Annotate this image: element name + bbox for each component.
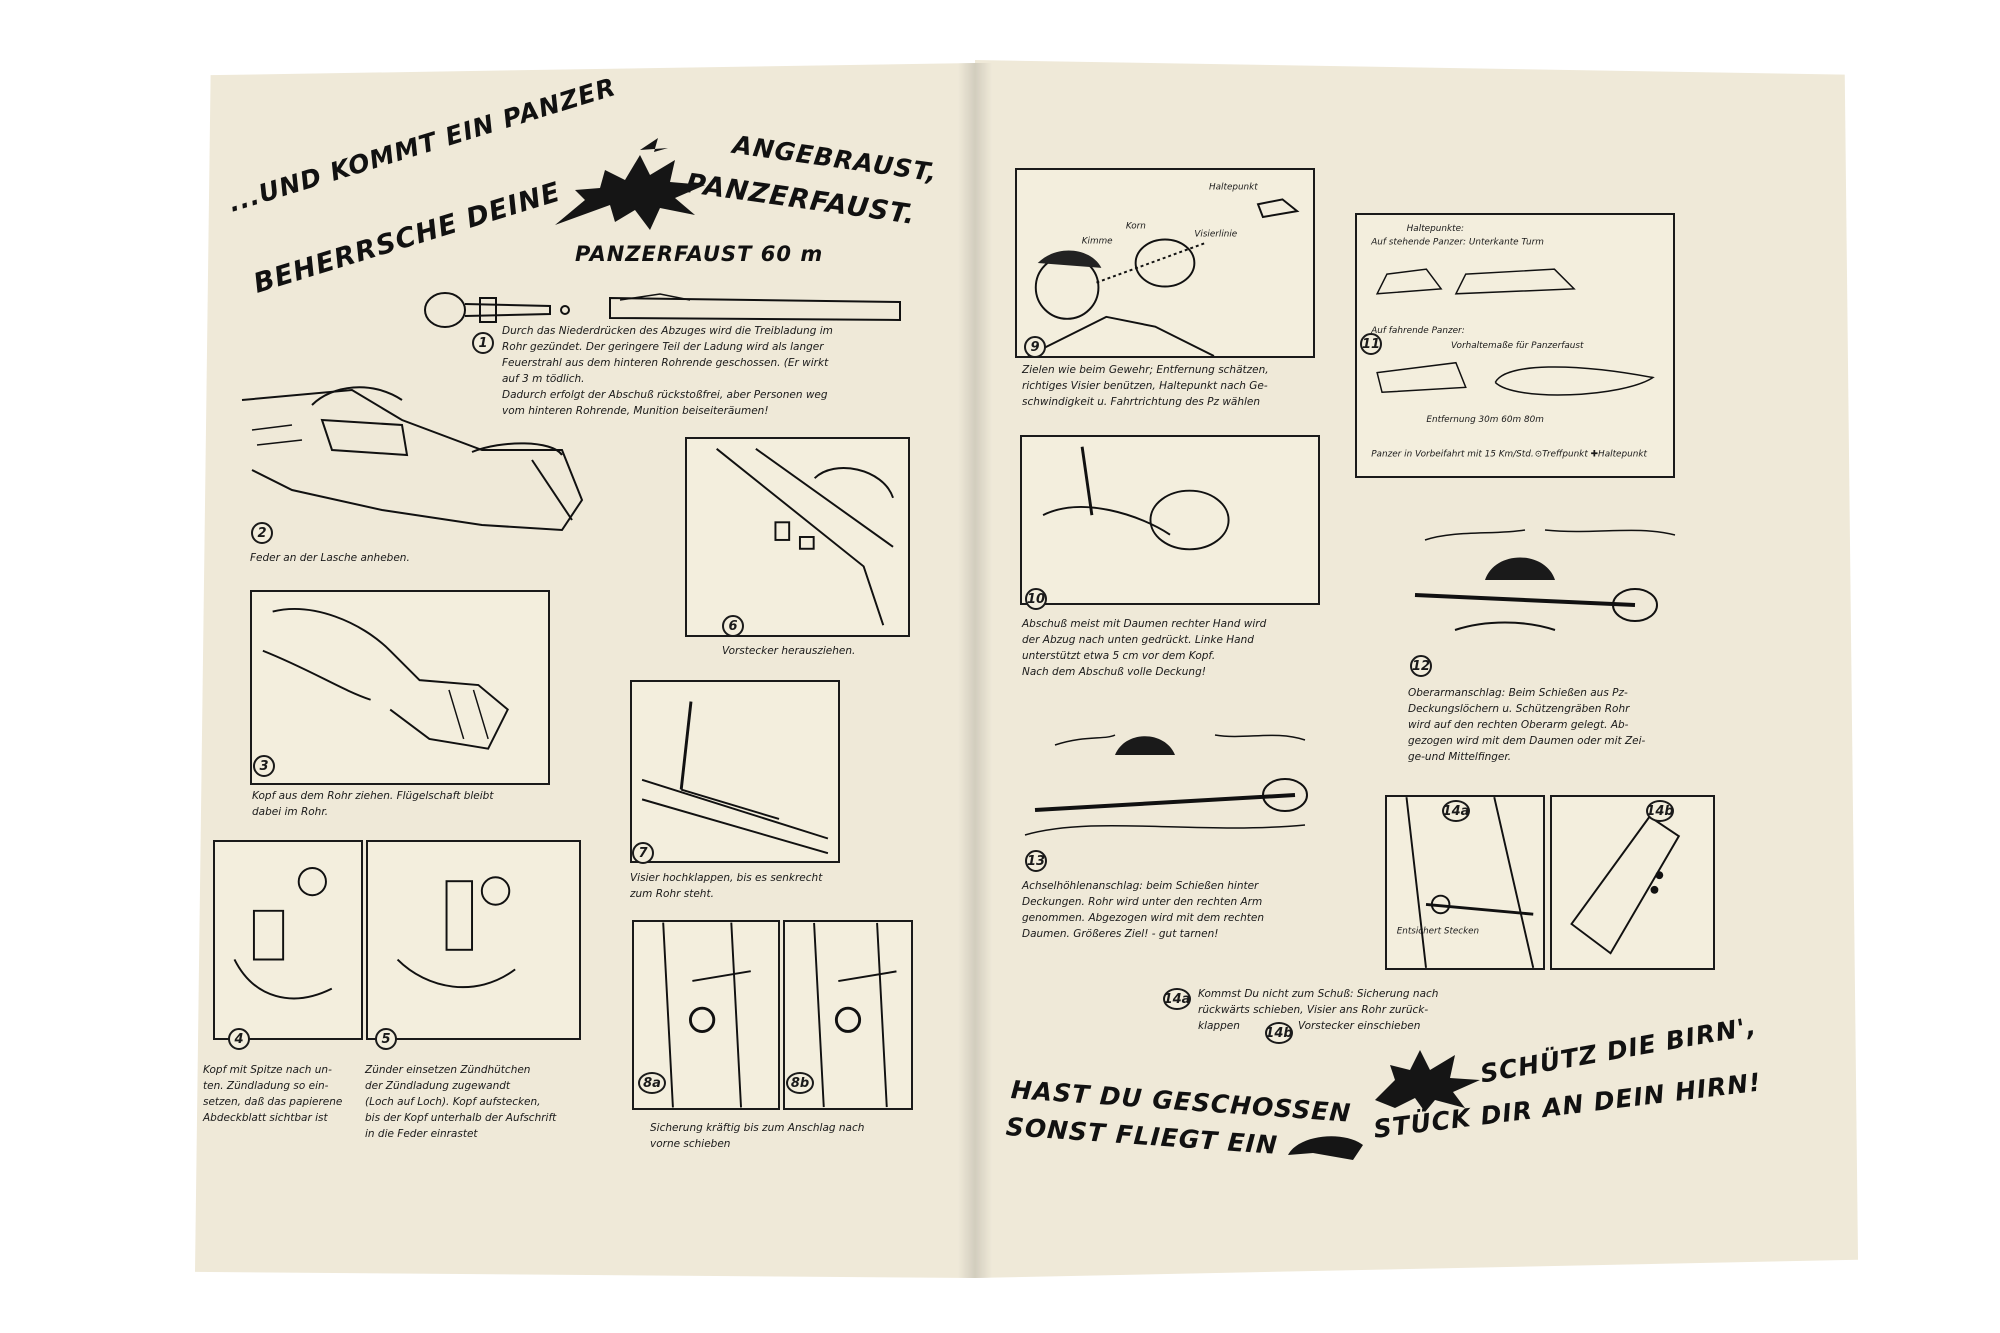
book-spine <box>958 63 992 1278</box>
fig9-kimme-label: Kimme <box>1082 236 1113 246</box>
fig11-footer: Panzer in Vorbeifahrt mit 15 Km/Std. <box>1371 449 1534 459</box>
fig11-line2: Auf fahrende Panzer: <box>1370 326 1465 336</box>
figure-14b-frame <box>1550 795 1715 970</box>
fig9-haltepunkt-label: Haltepunkt <box>1209 183 1258 193</box>
step-10-caption: Abschuß meist mit Daumen rechter Hand wi… <box>1022 618 1267 678</box>
figure-5-frame <box>366 840 581 1040</box>
figure-10-frame <box>1020 435 1320 605</box>
fig11-title: Haltepunkte: <box>1407 224 1464 234</box>
figure-11-frame: Haltepunkte: Auf stehende Panzer: Unterk… <box>1355 213 1675 478</box>
step-9-number: 9 <box>1024 336 1046 358</box>
step-8a-number: 8a <box>638 1072 666 1094</box>
step-3-number: 3 <box>253 755 275 777</box>
step-5-number: 5 <box>375 1028 397 1050</box>
step-4-number: 4 <box>228 1028 250 1050</box>
figure-6-frame <box>685 437 910 637</box>
fig11-distances: Entfernung 30m 60m 80m <box>1426 415 1544 425</box>
step-2-caption: Feder an der Lasche anheben. <box>250 552 410 564</box>
fig11-line3: Vorhaltemaße für Panzerfaust <box>1451 341 1584 351</box>
step-1-number: 1 <box>472 332 494 354</box>
step-14b-number: 14b <box>1646 800 1674 822</box>
figure-12-soldier-illustration <box>1414 529 1676 631</box>
step-10-number: 10 <box>1025 588 1047 610</box>
note-14-klappen: klappen <box>1198 1020 1240 1032</box>
fig14-tag: Entsichert Stecken <box>1397 927 1479 937</box>
step-11-number: 11 <box>1360 333 1382 355</box>
step-7-number: 7 <box>632 842 654 864</box>
step-5-caption: Zünder einsetzen Zündhütchen der Zündlad… <box>365 1064 557 1140</box>
figure-14a-frame: Entsichert Stecken <box>1385 795 1545 970</box>
step-8b-number: 8b <box>786 1072 814 1094</box>
step-7-caption: Visier hochklappen, bis es senkrecht zum… <box>630 872 823 900</box>
figure-13-soldier-illustration <box>1024 734 1308 836</box>
fig9-visierlinie-label: Visierlinie <box>1194 230 1237 240</box>
figure-9-frame: Kimme Korn Visierlinie Haltepunkt <box>1015 168 1315 358</box>
step-4-caption: Kopf mit Spitze nach un- ten. Zündladung… <box>203 1064 343 1124</box>
figure-7-frame <box>630 680 840 863</box>
subtitle: PANZERFAUST 60 m <box>575 242 824 266</box>
step-2-number: 2 <box>251 522 273 544</box>
step-8-caption: Sicherung kräftig bis zum Anschlag nach … <box>650 1122 865 1150</box>
step-6-caption: Vorstecker herausziehen. <box>722 645 856 657</box>
note-14-vorstecker: Vorstecker einschieben <box>1298 1020 1421 1032</box>
step-13-caption: Achselhöhlenanschlag: beim Schießen hint… <box>1022 880 1265 940</box>
fig11-legend: ⊙Treffpunkt ✚Haltepunkt <box>1535 449 1648 459</box>
figure-2-hands-lifting-spring <box>241 386 584 532</box>
step-13-number: 13 <box>1025 850 1047 872</box>
step-9-caption: Zielen wie beim Gewehr; Entfernung schät… <box>1022 364 1269 408</box>
fig11-line1: Auf stehende Panzer: Unterkante Turm <box>1370 238 1544 248</box>
note-14a-number: 14a <box>1163 988 1191 1010</box>
figure-3-frame <box>250 590 550 785</box>
step-14a-number: 14a <box>1442 800 1470 822</box>
step-12-number: 12 <box>1410 655 1432 677</box>
step-12-caption: Oberarmanschlag: Beim Schießen aus Pz- D… <box>1408 687 1646 763</box>
panzerfaust-weapon-illustration <box>424 292 901 328</box>
step-6-number: 6 <box>722 615 744 637</box>
explosion-splash-icon <box>1375 1050 1480 1112</box>
fig9-korn-label: Korn <box>1126 222 1146 232</box>
note-14b-number: 14b <box>1265 1022 1293 1044</box>
step-1-caption: Durch das Niederdrücken des Abzuges wird… <box>502 325 833 417</box>
explosion-splash-icon <box>555 138 705 230</box>
helmet-fragment-icon <box>1288 1136 1363 1160</box>
note-14-caption: Kommst Du nicht zum Schuß: Sicherung nac… <box>1198 988 1439 1016</box>
figure-4-frame <box>213 840 363 1040</box>
step-3-caption: Kopf aus dem Rohr ziehen. Flügelschaft b… <box>252 790 494 818</box>
